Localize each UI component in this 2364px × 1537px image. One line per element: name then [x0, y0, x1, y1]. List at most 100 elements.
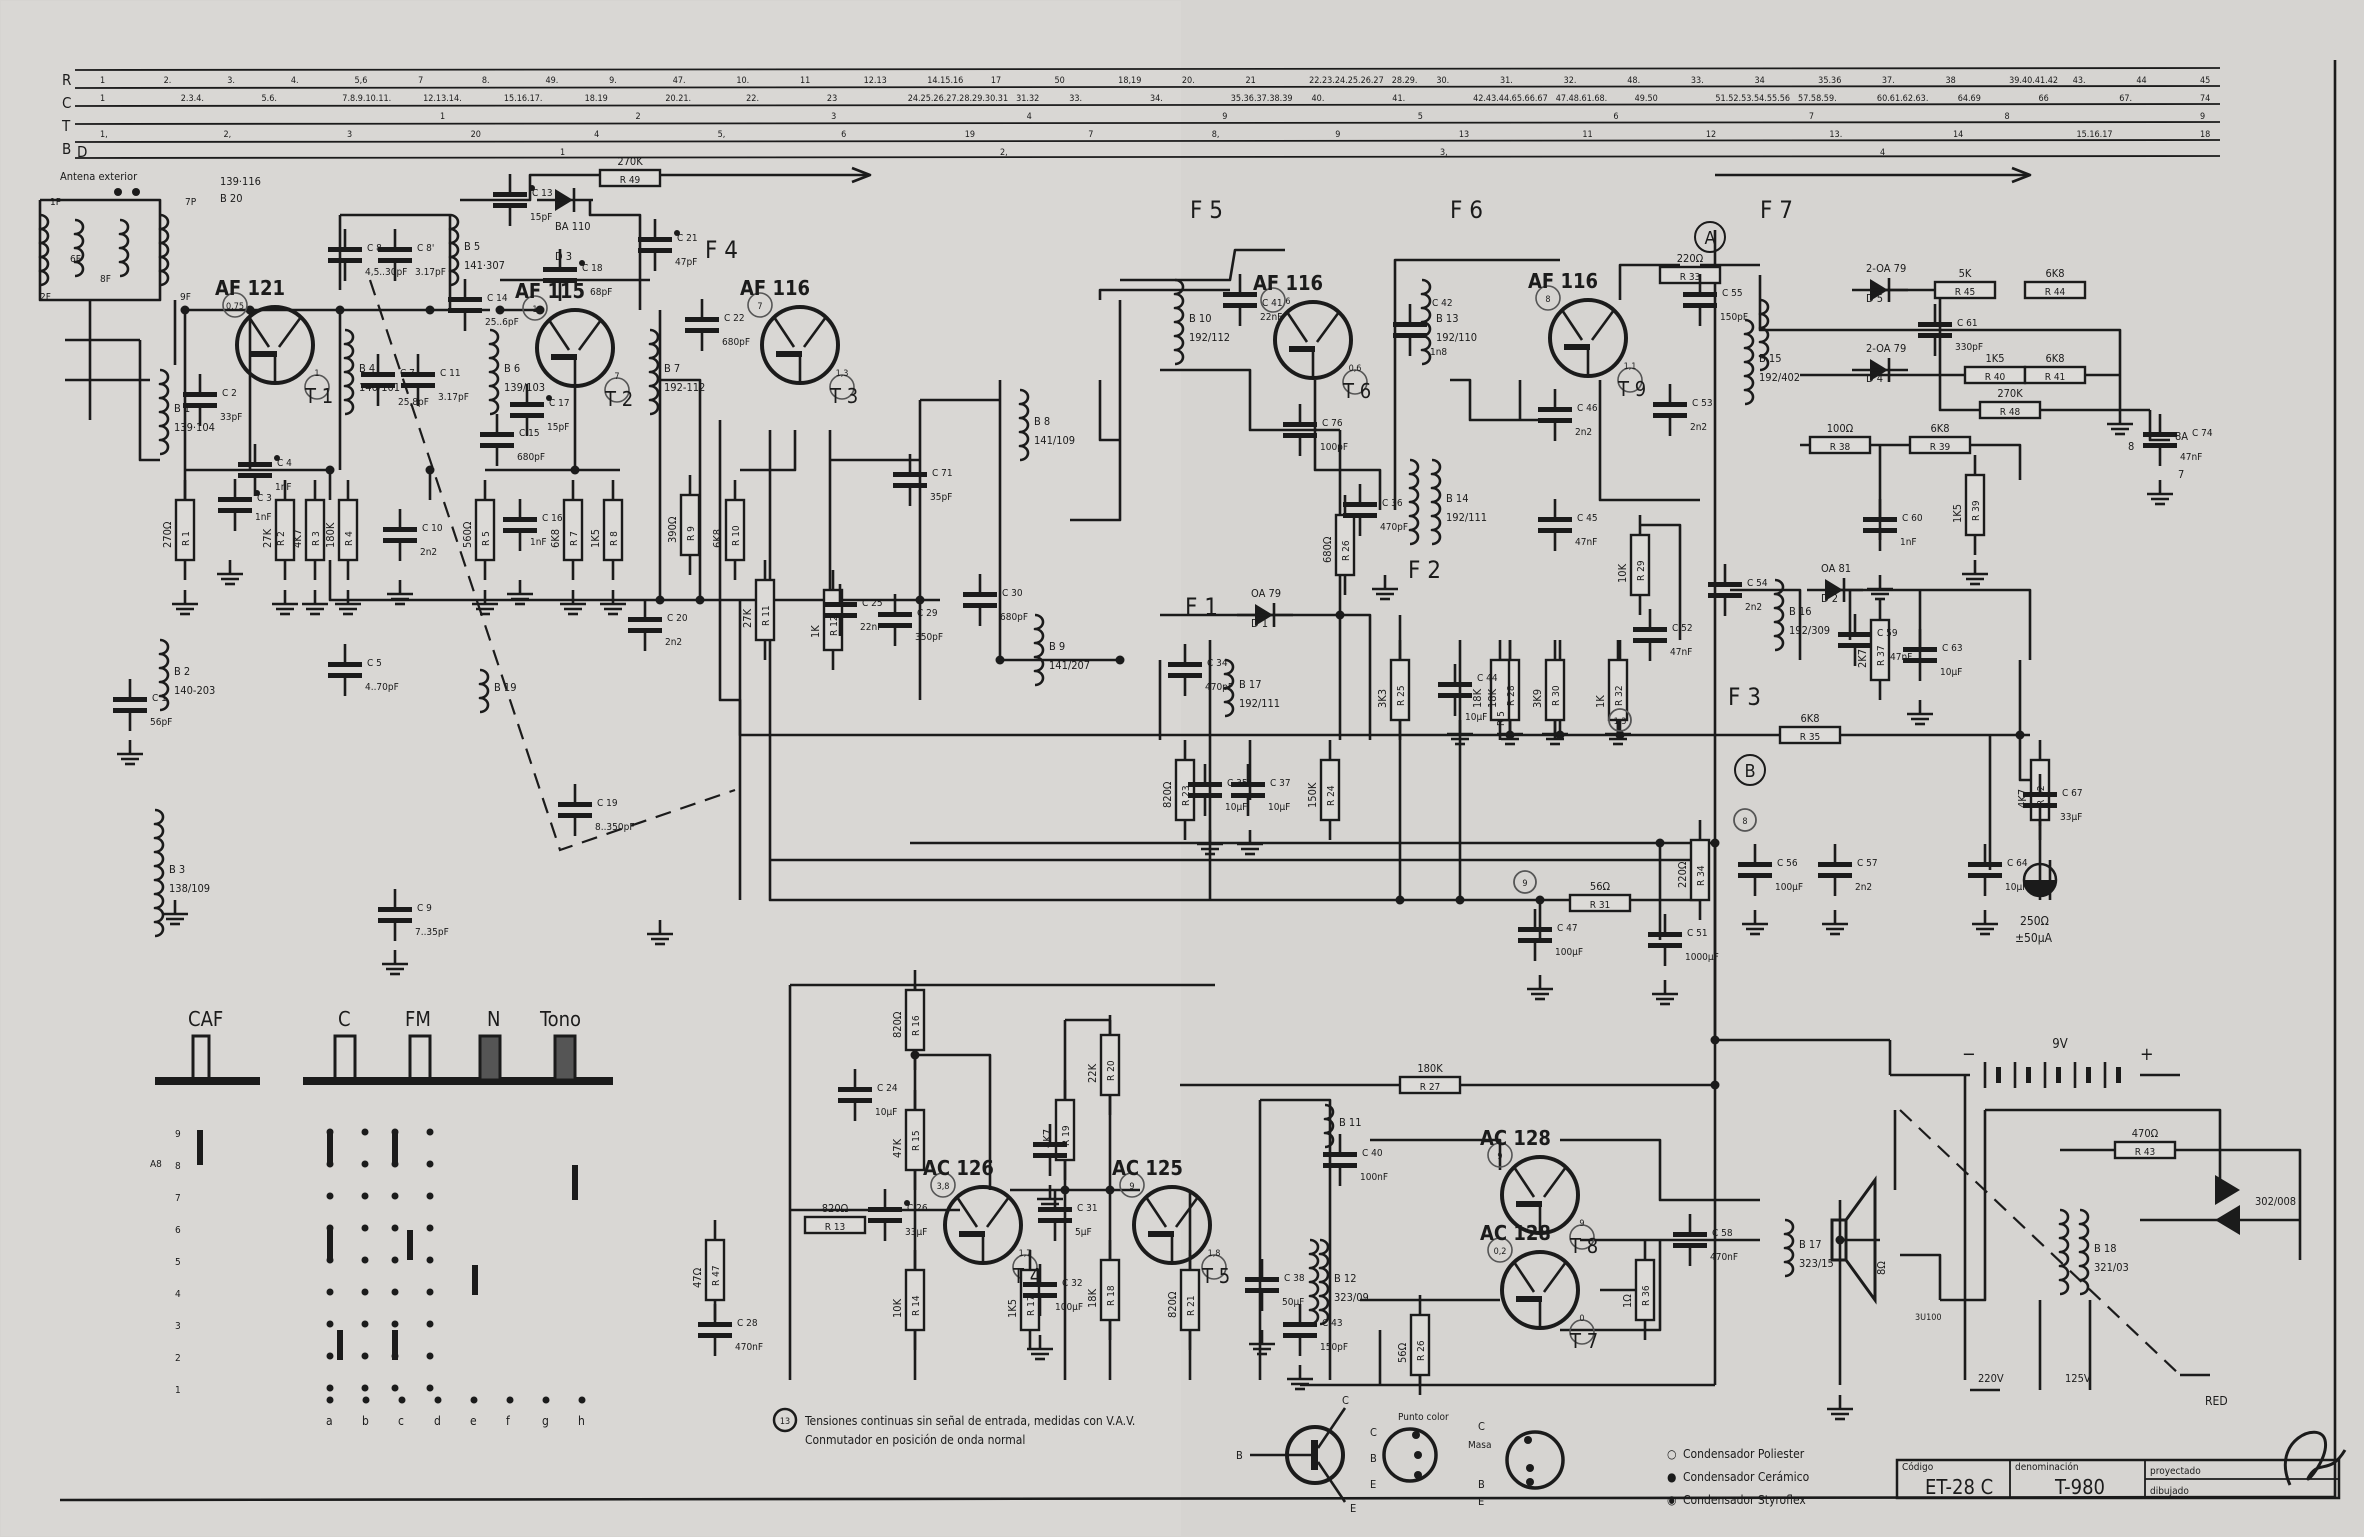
- pin-dot: [1414, 1471, 1422, 1479]
- label-position: B: [62, 140, 71, 158]
- label-position: F 3: [1728, 683, 1761, 711]
- capacitor: [1023, 1264, 1057, 1316]
- diode-ref: D 3: [555, 250, 572, 263]
- label-position: 1nF: [275, 482, 292, 493]
- resistor-ref: R 35: [1800, 732, 1821, 743]
- resistor-body: [474, 498, 496, 562]
- coil-ref: B 17: [1239, 678, 1262, 691]
- antenna-terminal: [132, 188, 140, 196]
- plate: [328, 673, 362, 678]
- label-position: e: [470, 1414, 477, 1428]
- label-position: 150pF: [1320, 1342, 1348, 1353]
- plate: [1538, 517, 1572, 522]
- pin-dot: [1414, 1451, 1422, 1459]
- resistor-value: 390Ω: [666, 516, 679, 543]
- drawn-label: dibujado: [2150, 1486, 2189, 1497]
- label-position: 100µF: [1775, 882, 1803, 893]
- bus-line: [74, 139, 2221, 143]
- voltage-value: 9: [1522, 879, 1527, 889]
- resistor: [1398, 1075, 1462, 1095]
- label-position: 2n2: [1745, 602, 1762, 613]
- resistor-ref: R 5: [1496, 711, 1507, 726]
- ground-icon: [1742, 910, 1768, 936]
- resistor: [1869, 600, 1891, 700]
- wire: [1450, 378, 1560, 422]
- label-position: B 16: [1789, 605, 1812, 618]
- capacitor: [1673, 1214, 1707, 1266]
- label-position: 323/09: [1334, 1291, 1369, 1304]
- label-position: 49.50: [1635, 94, 1658, 104]
- label-position: 60.61.62.63.: [1877, 94, 1929, 104]
- label-position: C 40: [1362, 1148, 1383, 1159]
- label-position: R 38: [1830, 442, 1851, 453]
- capacitor: [1393, 304, 1427, 356]
- switch-contact: [426, 1384, 434, 1392]
- label-position: 680Ω: [1321, 536, 1334, 563]
- plate: [1168, 662, 1202, 667]
- wire: [1370, 1138, 1502, 1170]
- label-position: Condensador Poliester: [1683, 1447, 1805, 1461]
- label-position: c: [398, 1414, 404, 1428]
- coil-winding: [38, 213, 50, 287]
- label-position: T 3: [829, 384, 858, 408]
- label-position: R 45: [1955, 287, 1976, 298]
- label-position: T 1: [304, 384, 333, 408]
- label-position: T 9: [1617, 377, 1646, 401]
- resistor: [1629, 515, 1651, 615]
- label-position: 1,7: [1019, 1249, 1032, 1259]
- label-position: E: [1478, 1495, 1484, 1508]
- coil-ref: B 1: [174, 402, 190, 415]
- switch-column-label: g: [542, 1414, 549, 1428]
- bus-entry: 1: [100, 76, 105, 86]
- junction-dot: [915, 595, 925, 605]
- coil-code: 192/402: [1759, 371, 1800, 384]
- label-position: a: [326, 1414, 333, 1428]
- label-position: R 23: [1181, 785, 1192, 806]
- label-position: 1: [100, 76, 105, 86]
- resistor-ref: R 32: [1614, 685, 1625, 706]
- label-position: A8: [150, 1159, 162, 1170]
- coil-winding: [1783, 1218, 1795, 1278]
- capacitor-ref: C 61: [1957, 318, 1978, 329]
- plate: [378, 258, 412, 263]
- capacitor: [893, 454, 927, 506]
- wire: [1730, 588, 1802, 660]
- switch-label: N: [487, 1007, 500, 1031]
- switch-label: Tono: [539, 1007, 581, 1031]
- resistor-value: 820Ω: [822, 1202, 849, 1215]
- label-position: 150K: [1306, 782, 1319, 808]
- voltage-mark: [1569, 1319, 1595, 1345]
- note-marker: [772, 1407, 798, 1433]
- label-position: 139·104: [174, 421, 215, 434]
- label-position: 12.13: [864, 76, 887, 86]
- plate: [1343, 513, 1377, 518]
- voltage-value: 1,8: [1208, 1249, 1221, 1259]
- label-position: C 20: [667, 613, 688, 624]
- junction-dot: [1105, 1185, 1115, 1195]
- capacitor-value: 1nF: [530, 537, 547, 548]
- plate: [1033, 1142, 1067, 1147]
- plate: [963, 592, 997, 597]
- resistor: [274, 480, 296, 580]
- capacitor-value: 47pF: [675, 257, 697, 268]
- switch-button: [553, 1034, 577, 1082]
- resistor-ref: R 38: [1830, 442, 1851, 453]
- wire: [1985, 1108, 2222, 1190]
- switch-contact: [426, 1224, 434, 1232]
- ground-icon: [647, 920, 673, 946]
- wire: [1758, 275, 1800, 332]
- voltage-mark: [747, 292, 773, 318]
- label-position: R 13: [825, 1222, 846, 1233]
- coil: [1318, 1238, 1330, 1326]
- bus-row-label: R: [62, 71, 71, 89]
- plate: [1673, 1243, 1707, 1248]
- label-position: d: [434, 1414, 441, 1428]
- coil: [1743, 318, 1755, 406]
- switch-contact: [361, 1160, 369, 1168]
- capacitor-ref: C 51: [1687, 928, 1708, 939]
- label-position: F 5: [1190, 196, 1223, 224]
- label-position: 192/402: [1759, 371, 1800, 384]
- label-position: 8.: [482, 76, 490, 86]
- resistor-value: 150K: [1306, 782, 1319, 808]
- label-position: C 47: [1557, 923, 1578, 934]
